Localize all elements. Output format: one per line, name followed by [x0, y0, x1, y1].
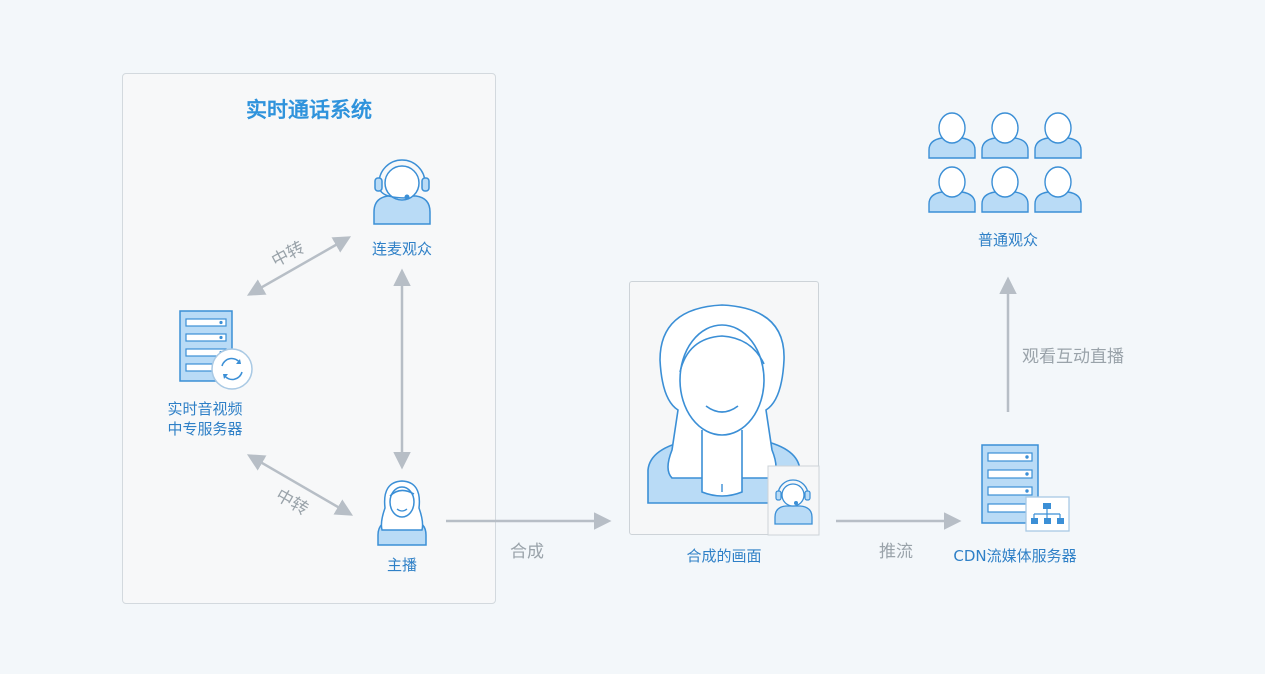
- cdn-server-icon: [981, 444, 1070, 532]
- edge-label-push: 推流: [879, 542, 913, 562]
- composite-label: 合成的画面: [686, 547, 762, 565]
- relay-server-label-line1: 实时音视频: [167, 400, 243, 418]
- composite-host-portrait: [647, 304, 801, 504]
- audience-person-icon: [1034, 166, 1082, 213]
- arrow-relay-host: [246, 454, 354, 516]
- audience-person-icon: [928, 166, 976, 213]
- composite-co-host-inset: [767, 465, 820, 536]
- audience-person-icon: [981, 166, 1029, 213]
- audience-label: 普通观众: [977, 231, 1038, 249]
- co-host-headset-icon: [373, 159, 431, 225]
- co-host-label: 连麦观众: [371, 240, 432, 258]
- audience-person-icon: [928, 112, 976, 159]
- audience-group-icon: [928, 112, 1082, 213]
- panel-title: 实时通话系统: [246, 98, 372, 122]
- cdn-label: CDN流媒体服务器: [953, 547, 1077, 565]
- host-label: 主播: [386, 556, 417, 574]
- host-person-icon: [377, 480, 427, 546]
- audience-person-icon: [981, 112, 1029, 159]
- edge-label-compose: 合成: [510, 542, 544, 562]
- relay-server-label-line2: 中专服务器: [167, 420, 243, 438]
- audience-person-icon: [1034, 112, 1082, 159]
- relay-server-icon: [179, 310, 253, 390]
- arrow-relay-cohost: [246, 236, 352, 296]
- edge-label-watch: 观看互动直播: [1022, 347, 1124, 367]
